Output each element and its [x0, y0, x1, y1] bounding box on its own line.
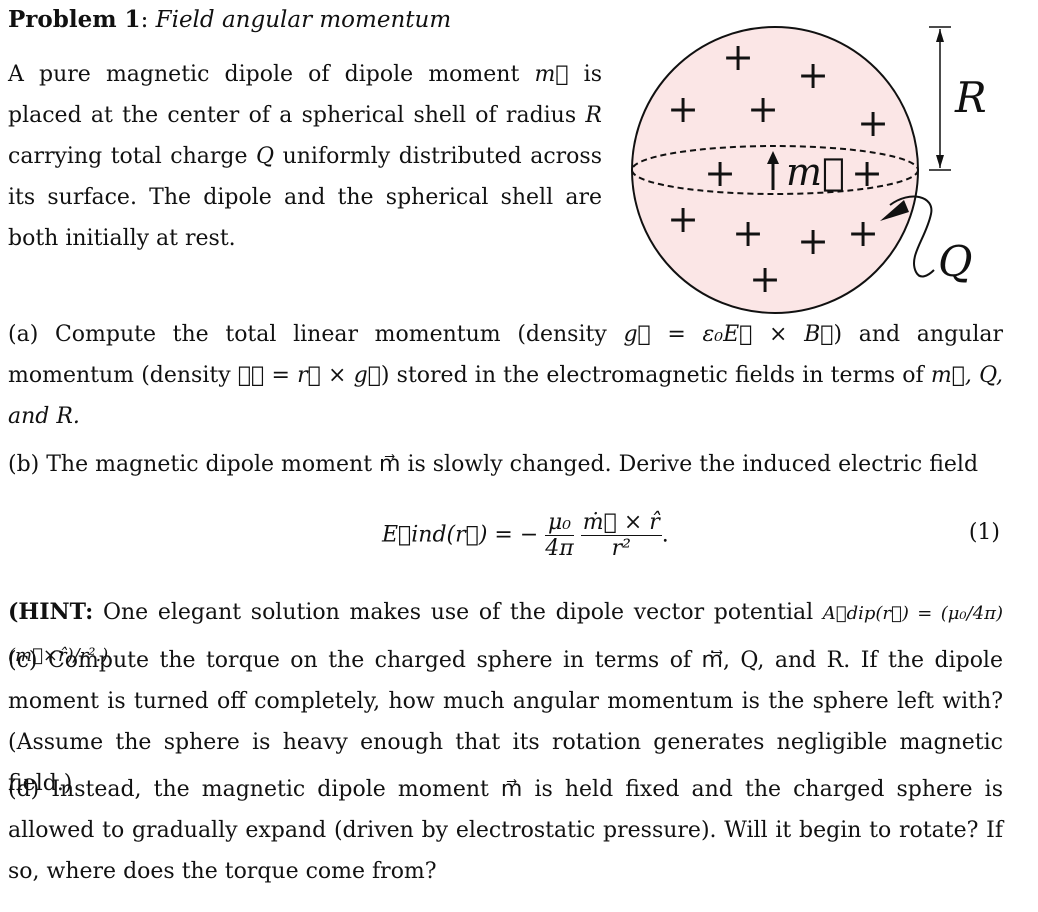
part-a: (a) Compute the total linear momentum (d…: [8, 314, 1003, 437]
part-a-g-definition: g⃗ = ε₀E⃗ × B⃗: [623, 322, 834, 347]
intro-R: R: [585, 103, 602, 128]
part-b: (b) The magnetic dipole moment m⃗ is slo…: [8, 444, 1003, 485]
dipole-arrow: [767, 151, 779, 190]
equation-prefactor: μ₀ 4π: [545, 510, 574, 561]
equation-body: E⃗ind(r⃗) = − μ₀ 4π ṁ⃗ × r̂ r² .: [382, 510, 669, 561]
charge-leader-line: [889, 195, 935, 278]
plus-sign: +: [732, 211, 764, 255]
intro-Q: Q: [256, 144, 275, 169]
plus-sign: +: [722, 35, 754, 79]
equation-lhs: E⃗ind(r⃗) = −: [382, 522, 539, 548]
intro-text-3: carrying total charge: [8, 144, 257, 169]
equator-ellipse: [631, 145, 919, 195]
equation-denominator: r²: [611, 536, 631, 561]
charge-label: Q: [938, 237, 972, 286]
equation-four-pi: 4π: [545, 536, 574, 561]
charge-plus-signs: + + + + + + + + + + + +: [667, 35, 889, 301]
radius-label: R: [954, 73, 987, 122]
plus-sign: +: [797, 53, 829, 97]
equation-numerator: ṁ⃗ × r̂: [580, 510, 662, 536]
radius-marker: [929, 26, 951, 171]
part-a-text-3: ) stored in the electromagnetic fields i…: [380, 363, 931, 388]
charge-leader-arrowhead: [880, 200, 909, 221]
intro-m: m⃗: [534, 62, 569, 87]
problem-title: Problem 1: Field angular momentum: [8, 6, 452, 33]
part-a-text-2: ) and angular momentum (density: [8, 322, 1003, 388]
hint-formula: A⃗dip(r⃗) = (μ₀/4π) (m⃗×r̂)/r².): [8, 603, 1003, 666]
part-d-text: (d) Instead, the magnetic dipole moment …: [8, 777, 1003, 884]
plus-sign: +: [851, 151, 883, 195]
plus-sign: +: [847, 211, 879, 255]
equation-mu: μ₀: [545, 510, 574, 536]
problem-name: Field angular momentum: [155, 7, 452, 33]
plus-sign: +: [667, 87, 699, 131]
part-d: (d) Instead, the magnetic dipole moment …: [8, 769, 1003, 892]
part-b-text: (b) The magnetic dipole moment m⃗ is slo…: [8, 452, 979, 477]
plus-sign: +: [667, 197, 699, 241]
equation-fraction: ṁ⃗ × r̂ r²: [580, 510, 662, 561]
hint: (HINT: One elegant solution makes use of…: [8, 592, 1003, 676]
plus-sign: +: [747, 87, 779, 131]
problem-label: Problem 1: [8, 6, 141, 33]
part-c-text: (c) Compute the torque on the charged sp…: [8, 648, 1003, 796]
plus-sign: +: [749, 257, 781, 301]
equation-1: E⃗ind(r⃗) = − μ₀ 4π ṁ⃗ × r̂ r² . (1): [0, 500, 1010, 580]
dipole-label: m⃗: [786, 150, 845, 194]
problem-intro: A pure magnetic dipole of dipole moment …: [8, 54, 602, 259]
intro-text-4: uniformly distributed across its surface…: [8, 144, 602, 251]
part-a-variables: m⃗, Q, and R.: [8, 363, 1004, 429]
hint-body: One elegant solution makes use of the di…: [93, 600, 823, 625]
part-a-l-definition: ℓ⃗ = r⃗ × g⃗: [237, 363, 381, 388]
equation-tag: (1): [968, 520, 1000, 545]
hint-prefix: (HINT:: [8, 599, 94, 625]
sphere-figure: + + + + + + + + + + + + m⃗ R Q: [631, 26, 987, 314]
plus-sign: +: [797, 219, 829, 263]
intro-text-1: A pure magnetic dipole of dipole moment: [8, 62, 535, 87]
plus-sign: +: [704, 151, 736, 195]
intro-text-2: is placed at the center of a spherical s…: [8, 62, 602, 128]
part-a-text-1: (a) Compute the total linear momentum (d…: [8, 322, 624, 347]
part-c: (c) Compute the torque on the charged sp…: [8, 640, 1003, 804]
plus-sign: +: [857, 101, 889, 145]
